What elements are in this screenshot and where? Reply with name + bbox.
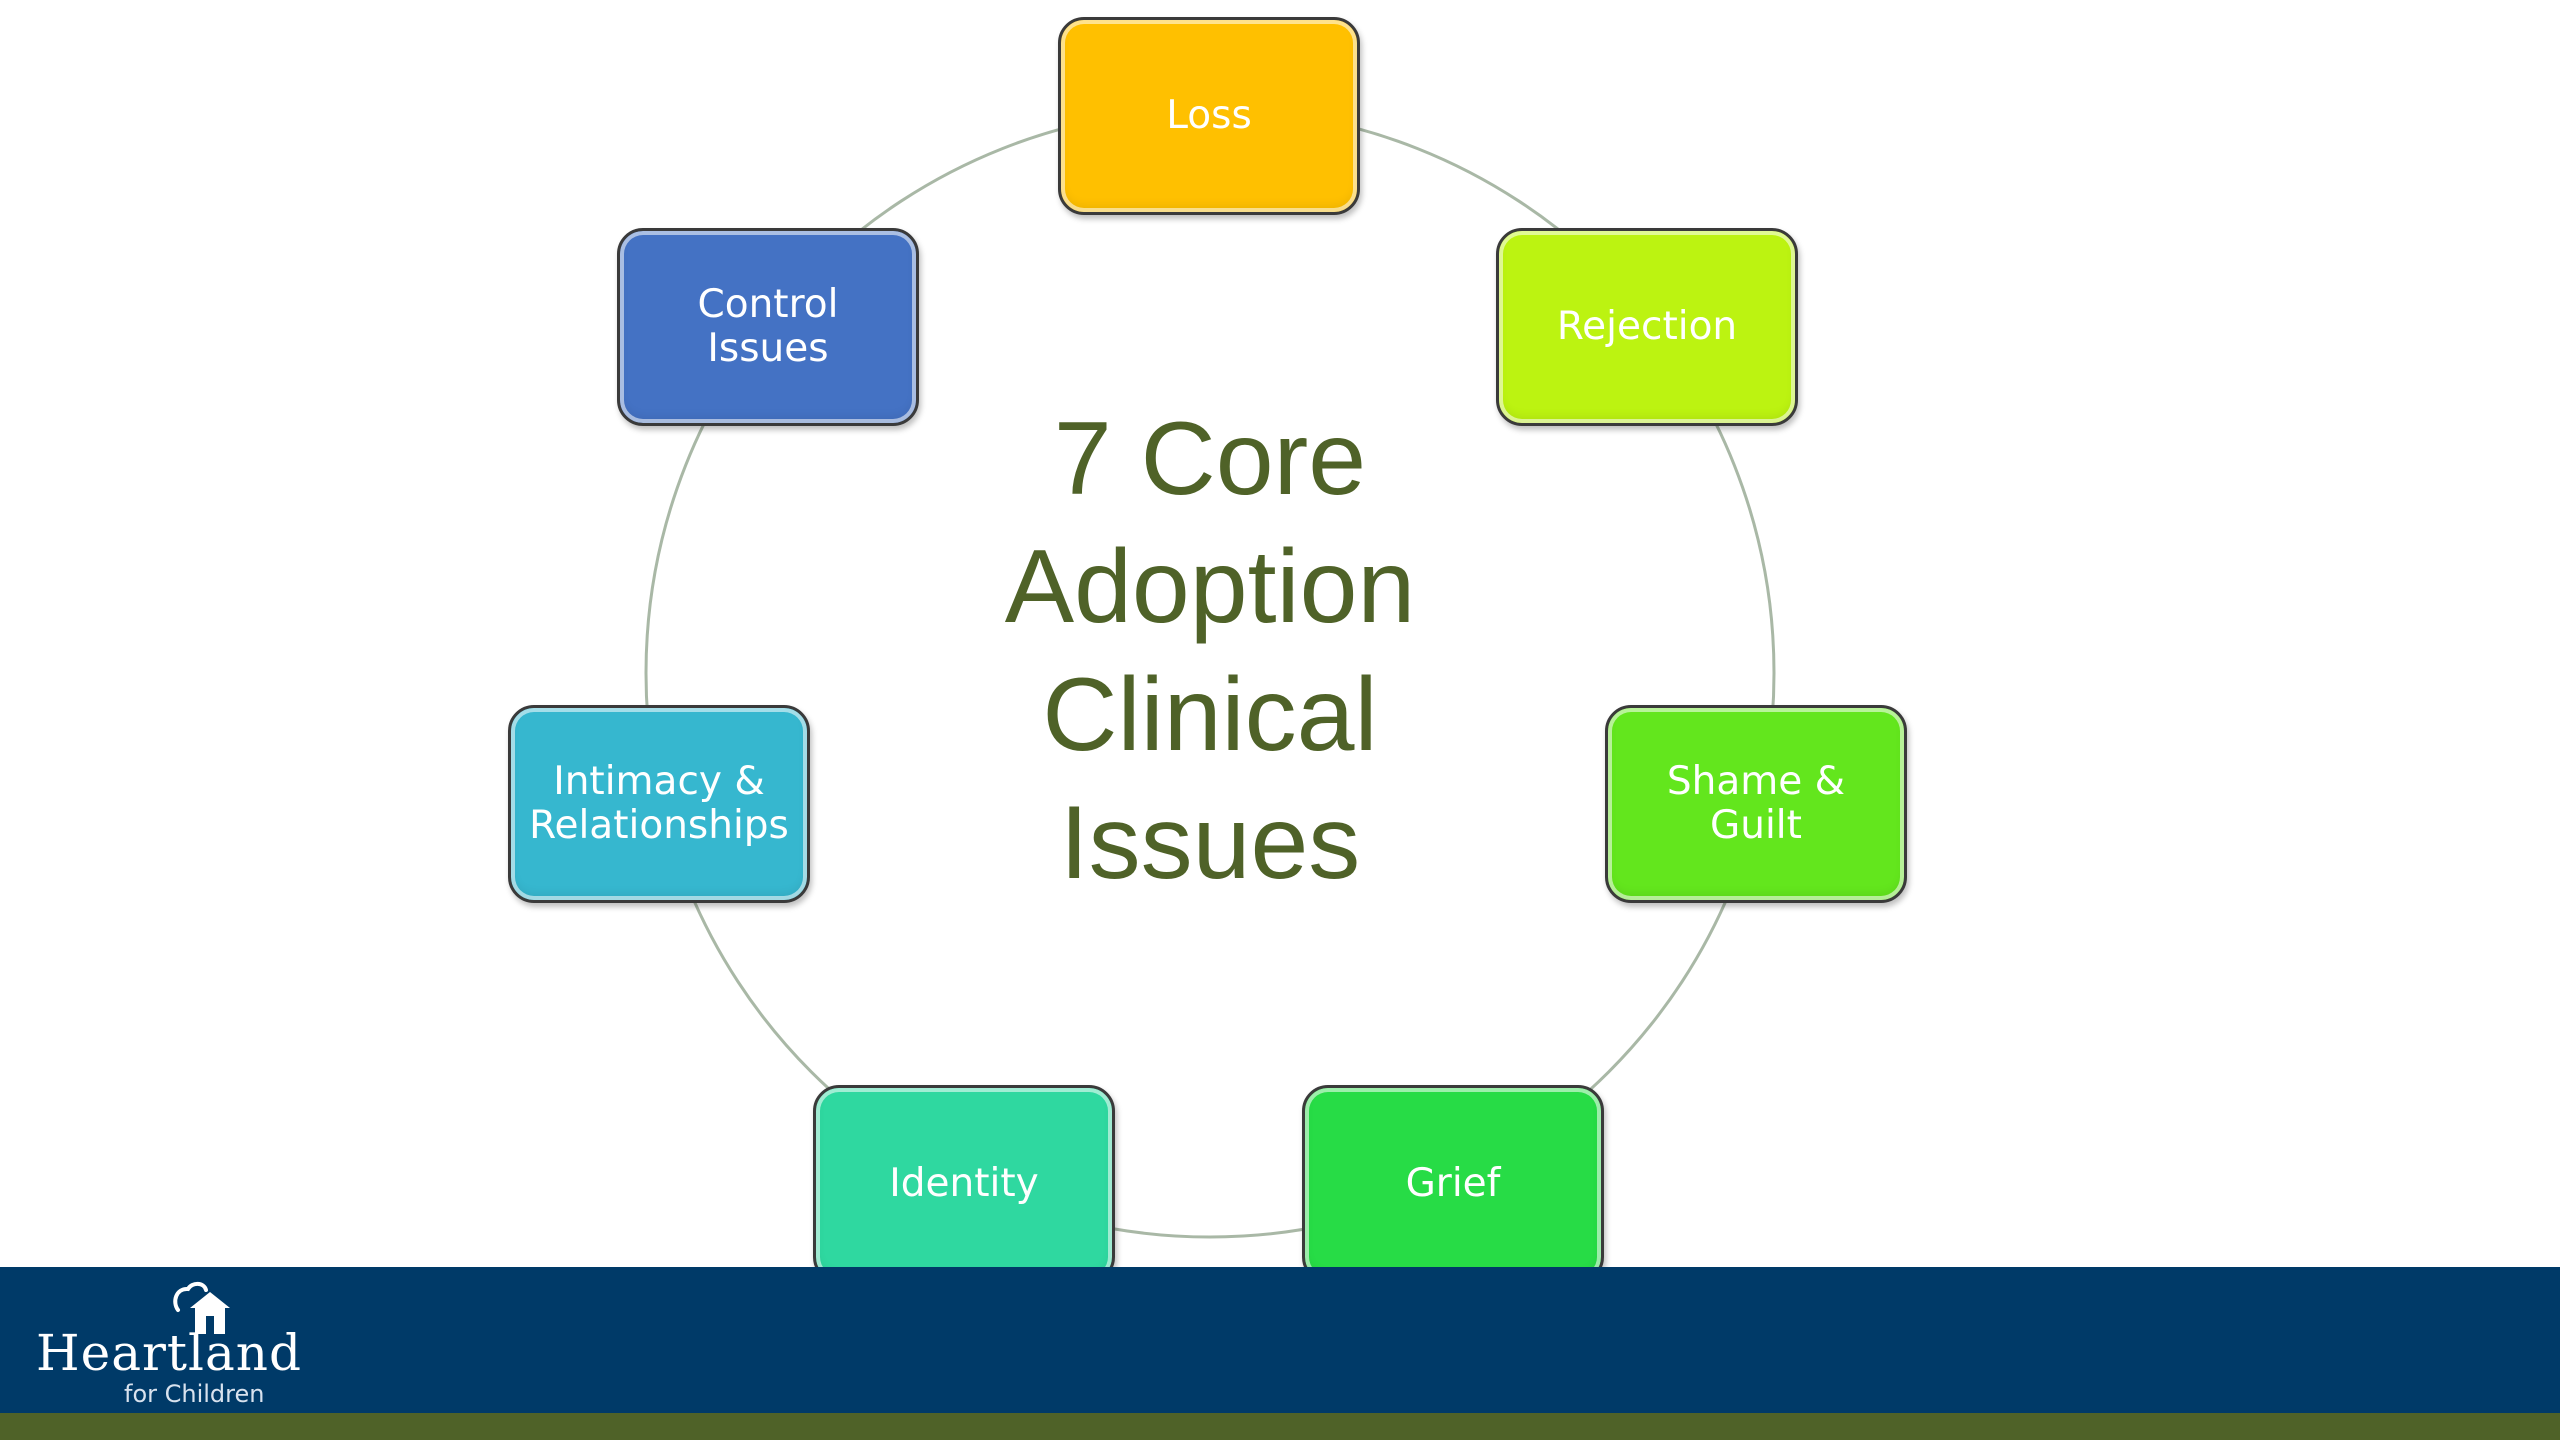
- footer-stripe: [0, 1413, 2560, 1440]
- node-label: Rejection: [1556, 304, 1738, 349]
- node-label: Shame & Guilt: [1666, 759, 1846, 848]
- node-label: Control Issues: [697, 282, 839, 371]
- node-control-issues[interactable]: Control Issues: [617, 228, 919, 426]
- node-intimacy-relationships[interactable]: Intimacy & Relationships: [508, 705, 810, 903]
- logo-sub: for Children: [124, 1380, 265, 1408]
- node-label: Intimacy & Relationships: [529, 759, 789, 848]
- node-shame-guilt[interactable]: Shame & Guilt: [1605, 705, 1907, 903]
- node-label: Identity: [889, 1161, 1039, 1206]
- node-label: Loss: [1166, 93, 1252, 138]
- house-heart-icon: [173, 1281, 230, 1334]
- node-label: Grief: [1405, 1161, 1501, 1206]
- title-line: 7 Core: [1053, 401, 1367, 517]
- node-grief[interactable]: Grief: [1302, 1085, 1604, 1283]
- node-rejection[interactable]: Rejection: [1496, 228, 1798, 426]
- node-identity[interactable]: Identity: [813, 1085, 1115, 1283]
- title-line: Adoption: [1004, 529, 1416, 645]
- title-line: Clinical: [1042, 657, 1378, 773]
- logo-name: Heartland: [36, 1324, 303, 1382]
- diagram-title: 7 Core Adoption Clinical Issues: [950, 395, 1470, 907]
- node-loss[interactable]: Loss: [1058, 17, 1360, 215]
- title-line: Issues: [1059, 785, 1361, 901]
- heartland-logo: Heartland for Children: [36, 1280, 301, 1410]
- footer-bar: [0, 1267, 2560, 1413]
